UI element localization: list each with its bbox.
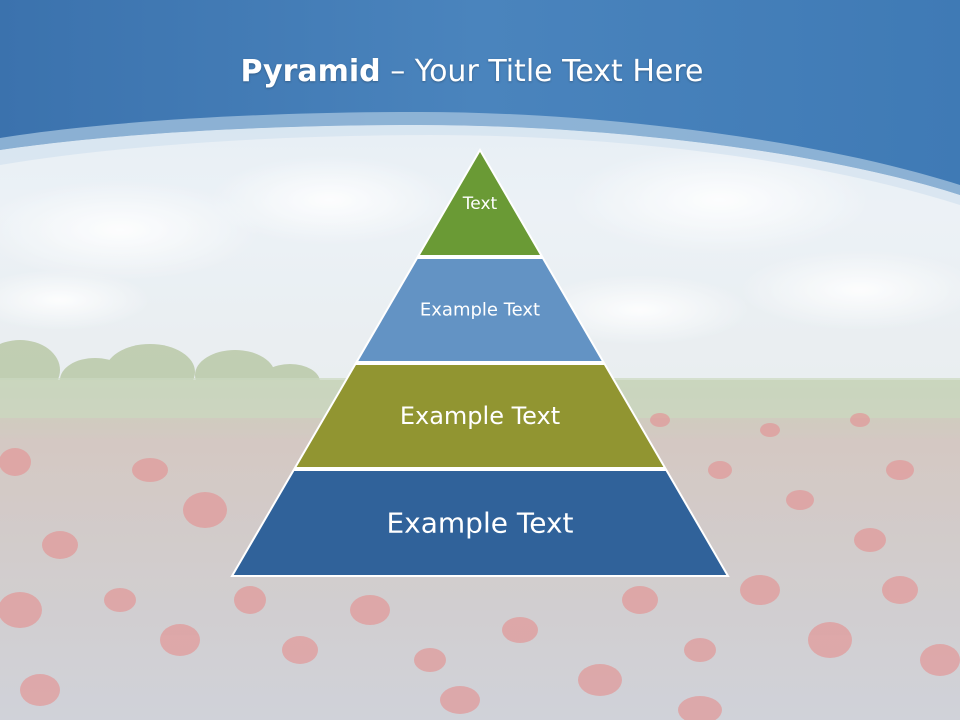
title-rest: Your Title Text Here xyxy=(414,54,704,89)
pyramid-tier-3-label: Example Text xyxy=(400,402,560,430)
pyramid-tier-2 xyxy=(354,257,606,363)
clouds xyxy=(0,145,960,345)
title-dash: – xyxy=(380,54,415,89)
title-bold: Pyramid xyxy=(240,54,381,89)
pyramid-tier-1-label: Text xyxy=(462,194,498,214)
pyramid-tier-4 xyxy=(230,469,730,577)
title-banner xyxy=(0,0,960,195)
pyramid-tier-3 xyxy=(293,363,667,469)
poppies xyxy=(0,413,960,720)
pyramid-tier-2-label: Example Text xyxy=(420,300,540,321)
pyramid-tier-1 xyxy=(416,148,544,257)
pyramid-tier-4-label: Example Text xyxy=(386,507,573,540)
slide-title: Pyramid – Your Title Text Here xyxy=(0,50,944,94)
